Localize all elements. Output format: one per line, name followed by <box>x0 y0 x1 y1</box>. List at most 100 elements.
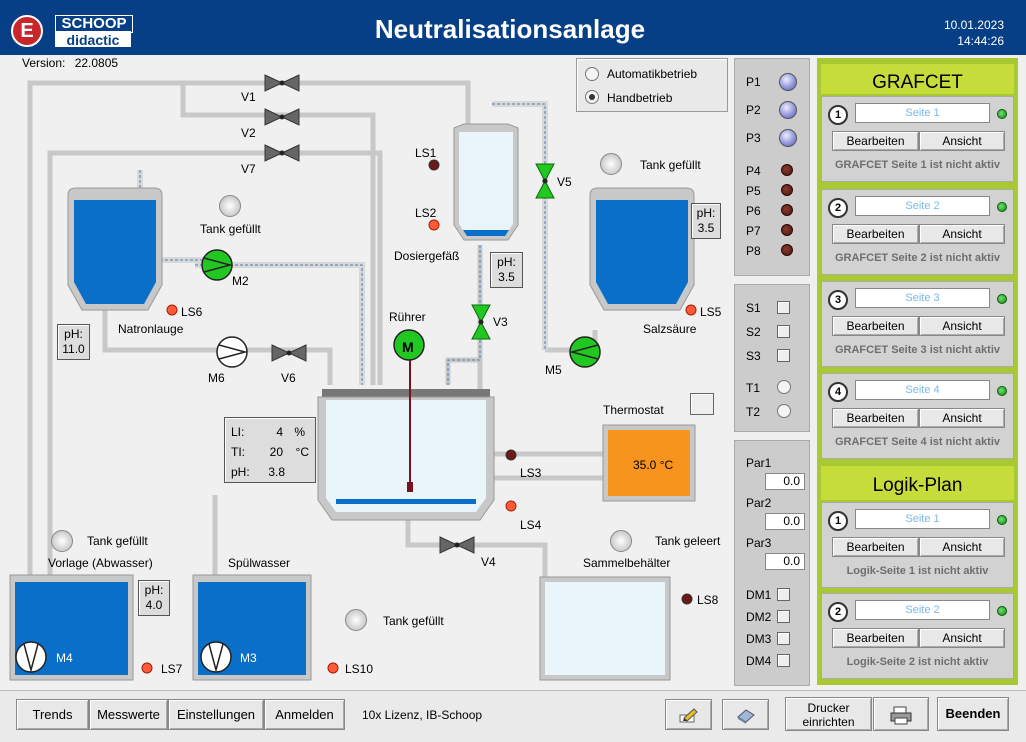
logik-2-view-button[interactable]: Ansicht <box>919 628 1005 648</box>
par1-field[interactable]: 0.0 <box>765 473 805 490</box>
version-info: Version: 22.0805 <box>22 56 118 70</box>
s2-switch[interactable] <box>777 325 790 338</box>
tank-status-spuelwasser-icon <box>345 609 367 631</box>
dm3-switch[interactable] <box>777 632 790 645</box>
sensor-ls7-icon <box>141 662 153 674</box>
grafcet-3-edit-button[interactable]: Bearbeiten <box>832 316 919 336</box>
trends-button[interactable]: Trends <box>16 699 89 730</box>
grafcet-1-view-button[interactable]: Ansicht <box>919 131 1005 151</box>
grafcet-4-view-button[interactable]: Ansicht <box>919 408 1005 428</box>
valve-v1-label: V1 <box>241 90 256 104</box>
grafcet-title: GRAFCET <box>821 64 1014 94</box>
sensor-ls5-label: LS5 <box>700 305 722 319</box>
eraser-tool-button[interactable] <box>722 699 769 730</box>
sensor-ls1-label: LS1 <box>415 146 437 160</box>
mode-hand-label: Handbetrieb <box>607 91 673 105</box>
grafcet-1-number: 1 <box>828 105 848 125</box>
logik-2-status-lamp-icon <box>997 606 1007 616</box>
ti-label: TI: <box>231 445 245 459</box>
p-indicator-panel <box>734 58 810 276</box>
logik-2-edit-button[interactable]: Bearbeiten <box>832 628 919 648</box>
grafcet-2-page-field[interactable]: Seite 2 <box>855 196 990 216</box>
tank-status-vorlage-label: Tank gefüllt <box>87 534 148 548</box>
grafcet-4-edit-button[interactable]: Bearbeiten <box>832 408 919 428</box>
anmelden-button[interactable]: Anmelden <box>264 699 345 730</box>
grafcet-4-number: 4 <box>828 382 848 402</box>
s1-label: S1 <box>746 301 761 315</box>
mode-hand-radio[interactable] <box>585 90 599 104</box>
dosiergefaess-label: Dosiergefäß <box>394 249 460 263</box>
grafcet-1-edit-button[interactable]: Bearbeiten <box>832 131 919 151</box>
pump-m5-icon <box>569 336 601 368</box>
p5-label: P5 <box>746 184 761 198</box>
grafcet-4-status-lamp-icon <box>997 386 1007 396</box>
tank-status-spuelwasser-label: Tank gefüllt <box>383 614 444 628</box>
p4-label: P4 <box>746 164 761 178</box>
grafcet-2-status-lamp-icon <box>997 202 1007 212</box>
date-display: 10.01.2023 <box>943 18 1004 32</box>
valve-v1-icon <box>264 74 300 92</box>
valve-v4-label: V4 <box>481 555 496 569</box>
sensor-ls5-icon <box>685 304 697 316</box>
mode-auto-label: Automatikbetrieb <box>607 67 698 81</box>
p8-lamp-icon <box>781 244 793 256</box>
par2-field[interactable]: 0.0 <box>765 513 805 530</box>
p6-lamp-icon <box>781 204 793 216</box>
natronlauge-label: Natronlauge <box>118 322 184 336</box>
logik-1-page-field[interactable]: Seite 1 <box>855 509 990 529</box>
grafcet-2-view-button[interactable]: Ansicht <box>919 224 1005 244</box>
s1-switch[interactable] <box>777 301 790 314</box>
ph-dosiergefaess: pH:3.5 <box>490 252 523 288</box>
grafcet-card-3: 3 Seite 3 Bearbeiten Ansicht GRAFCET Sei… <box>821 281 1014 367</box>
logik-1-edit-button[interactable]: Bearbeiten <box>832 537 919 557</box>
dm3-label: DM3 <box>746 632 772 646</box>
t1-toggle[interactable] <box>777 380 791 394</box>
dm4-switch[interactable] <box>777 654 790 667</box>
grafcet-1-page-field[interactable]: Seite 1 <box>855 103 990 123</box>
logo-e-icon: E <box>11 15 43 47</box>
valve-v3-label: V3 <box>493 315 508 329</box>
tank-status-sammel-icon <box>610 530 632 552</box>
grafcet-2-edit-button[interactable]: Bearbeiten <box>832 224 919 244</box>
thermostat-toggle-button[interactable] <box>690 393 714 415</box>
s3-switch[interactable] <box>777 349 790 362</box>
sammelbehaelter-label: Sammelbehälter <box>583 556 671 570</box>
pump-m2-label: M2 <box>232 274 249 288</box>
ruehrer-motor-label: M <box>402 339 414 355</box>
par3-field[interactable]: 0.0 <box>765 553 805 570</box>
sensor-ls2-label: LS2 <box>415 206 437 220</box>
thermostat-label: Thermostat <box>603 403 664 417</box>
grafcet-card-4: 4 Seite 4 Bearbeiten Ansicht GRAFCET Sei… <box>821 373 1014 459</box>
par2-label: Par2 <box>746 496 772 510</box>
tank-status-vorlage-icon <box>51 530 73 552</box>
p5-lamp-icon <box>781 184 793 196</box>
title-bar: E SCHOOP didactic Neutralisationsanlage … <box>0 0 1026 55</box>
logik-1-view-button[interactable]: Ansicht <box>919 537 1005 557</box>
tank-status-salzsaeure-icon <box>600 153 622 175</box>
grafcet-4-page-field[interactable]: Seite 4 <box>855 380 990 400</box>
par3-label: Par3 <box>746 536 772 550</box>
dm2-switch[interactable] <box>777 610 790 623</box>
logik-title: Logik-Plan <box>821 466 1014 500</box>
logik-card-2: 2 Seite 2 Bearbeiten Ansicht Logik-Seite… <box>821 593 1014 679</box>
einstellungen-button[interactable]: Einstellungen <box>168 699 264 730</box>
grafcet-card-2: 2 Seite 2 Bearbeiten Ansicht GRAFCET Sei… <box>821 189 1014 275</box>
grafcet-3-page-field[interactable]: Seite 3 <box>855 288 990 308</box>
sensor-ls6-icon <box>166 304 178 316</box>
mode-auto-radio[interactable] <box>585 67 599 81</box>
grafcet-3-view-button[interactable]: Ansicht <box>919 316 1005 336</box>
grafcet-4-status: GRAFCET Seite 4 ist nicht aktiv <box>834 436 1001 448</box>
brand-top: SCHOOP <box>55 15 133 33</box>
logik-2-page-field[interactable]: Seite 2 <box>855 600 990 620</box>
par1-label: Par1 <box>746 456 772 470</box>
t2-toggle[interactable] <box>777 404 791 418</box>
beenden-button[interactable]: Beenden <box>937 697 1009 731</box>
print-button[interactable] <box>873 697 929 731</box>
p2-label: P2 <box>746 103 761 117</box>
messwerte-button[interactable]: Messwerte <box>89 699 168 730</box>
drucker-einrichten-button[interactable]: Drucker einrichten <box>785 697 872 731</box>
edit-tool-button[interactable] <box>665 699 712 730</box>
dm1-switch[interactable] <box>777 588 790 601</box>
p1-label: P1 <box>746 75 761 89</box>
brand-bottom: didactic <box>55 31 131 48</box>
